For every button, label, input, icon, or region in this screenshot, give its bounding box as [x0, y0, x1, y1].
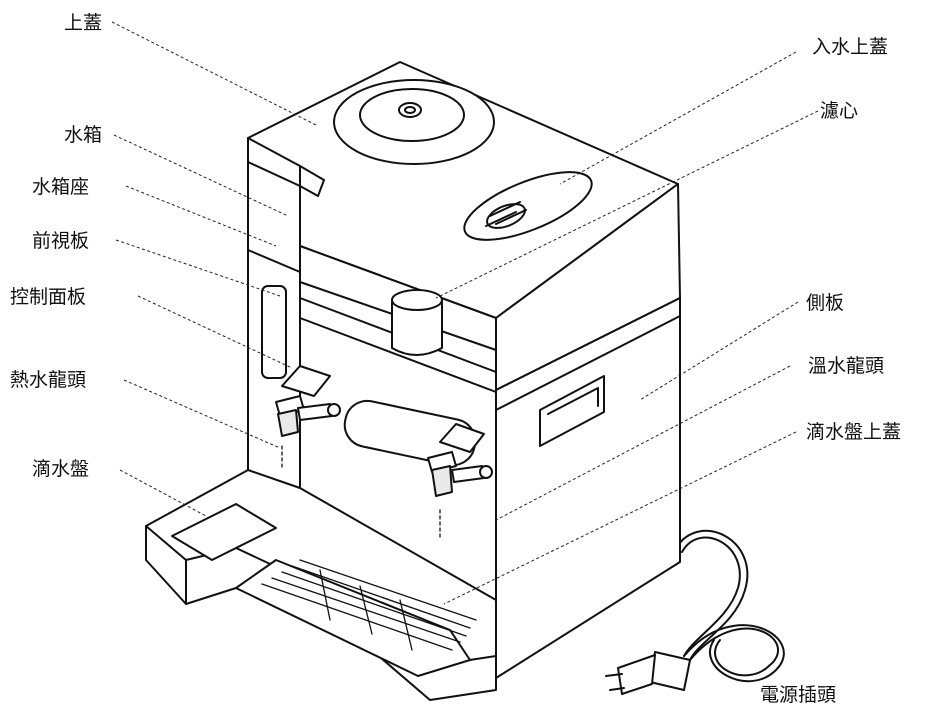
leader-inlet-cover: [559, 51, 797, 185]
label-water-tank: 水箱: [64, 124, 103, 146]
label-inlet-cover: 入水上蓋: [812, 36, 889, 58]
label-warm-tap: 溫水龍頭: [808, 355, 885, 377]
label-top-cover: 上蓋: [64, 12, 103, 34]
label-front-panel: 前視板: [32, 230, 90, 252]
label-filter: 濾心: [820, 100, 859, 122]
label-side-panel: 側板: [806, 292, 845, 314]
label-tank-base: 水箱座: [32, 176, 90, 198]
leader-front-panel: [115, 239, 281, 297]
label-drip-tray: 滴水盤: [32, 458, 90, 480]
label-drip-tray-cover: 滴水盤上蓋: [806, 421, 902, 443]
dispenser-body: [247, 61, 681, 679]
leader-drip-tray: [119, 469, 207, 517]
drip-tray: [145, 469, 497, 701]
leader-side-panel: [639, 301, 799, 401]
power-cord: [605, 529, 785, 695]
label-power-plug: 電源插頭: [760, 684, 837, 706]
leader-water-tank: [113, 134, 289, 217]
leader-warm-tap: [495, 365, 791, 521]
leader-lines: [111, 21, 819, 605]
leader-drip-tray-cover: [443, 431, 797, 605]
leader-control-panel: [137, 295, 293, 369]
label-hot-tap: 熱水龍頭: [10, 369, 87, 391]
label-control-panel: 控制面板: [10, 286, 87, 308]
leader-hot-tap: [123, 379, 281, 449]
leader-filter: [435, 110, 819, 299]
leader-tank-base: [125, 185, 277, 247]
leader-top-cover: [111, 21, 319, 127]
